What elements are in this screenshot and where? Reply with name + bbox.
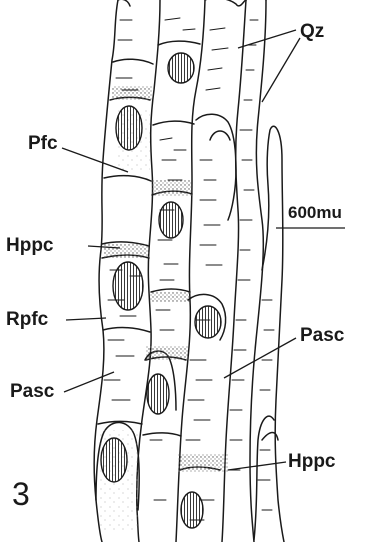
figure-number: 3 <box>12 478 30 510</box>
label-pasc-right: Pasc <box>300 326 344 345</box>
label-hppc-left: Hppc <box>6 236 54 255</box>
label-qz: Qz <box>300 22 324 41</box>
label-pfc: Pfc <box>28 134 58 153</box>
label-rpfc: Rpfc <box>6 310 48 329</box>
scale-bar-label: 600mu <box>288 204 342 221</box>
label-hppc-right: Hppc <box>288 452 336 471</box>
label-pasc-left: Pasc <box>10 382 54 401</box>
